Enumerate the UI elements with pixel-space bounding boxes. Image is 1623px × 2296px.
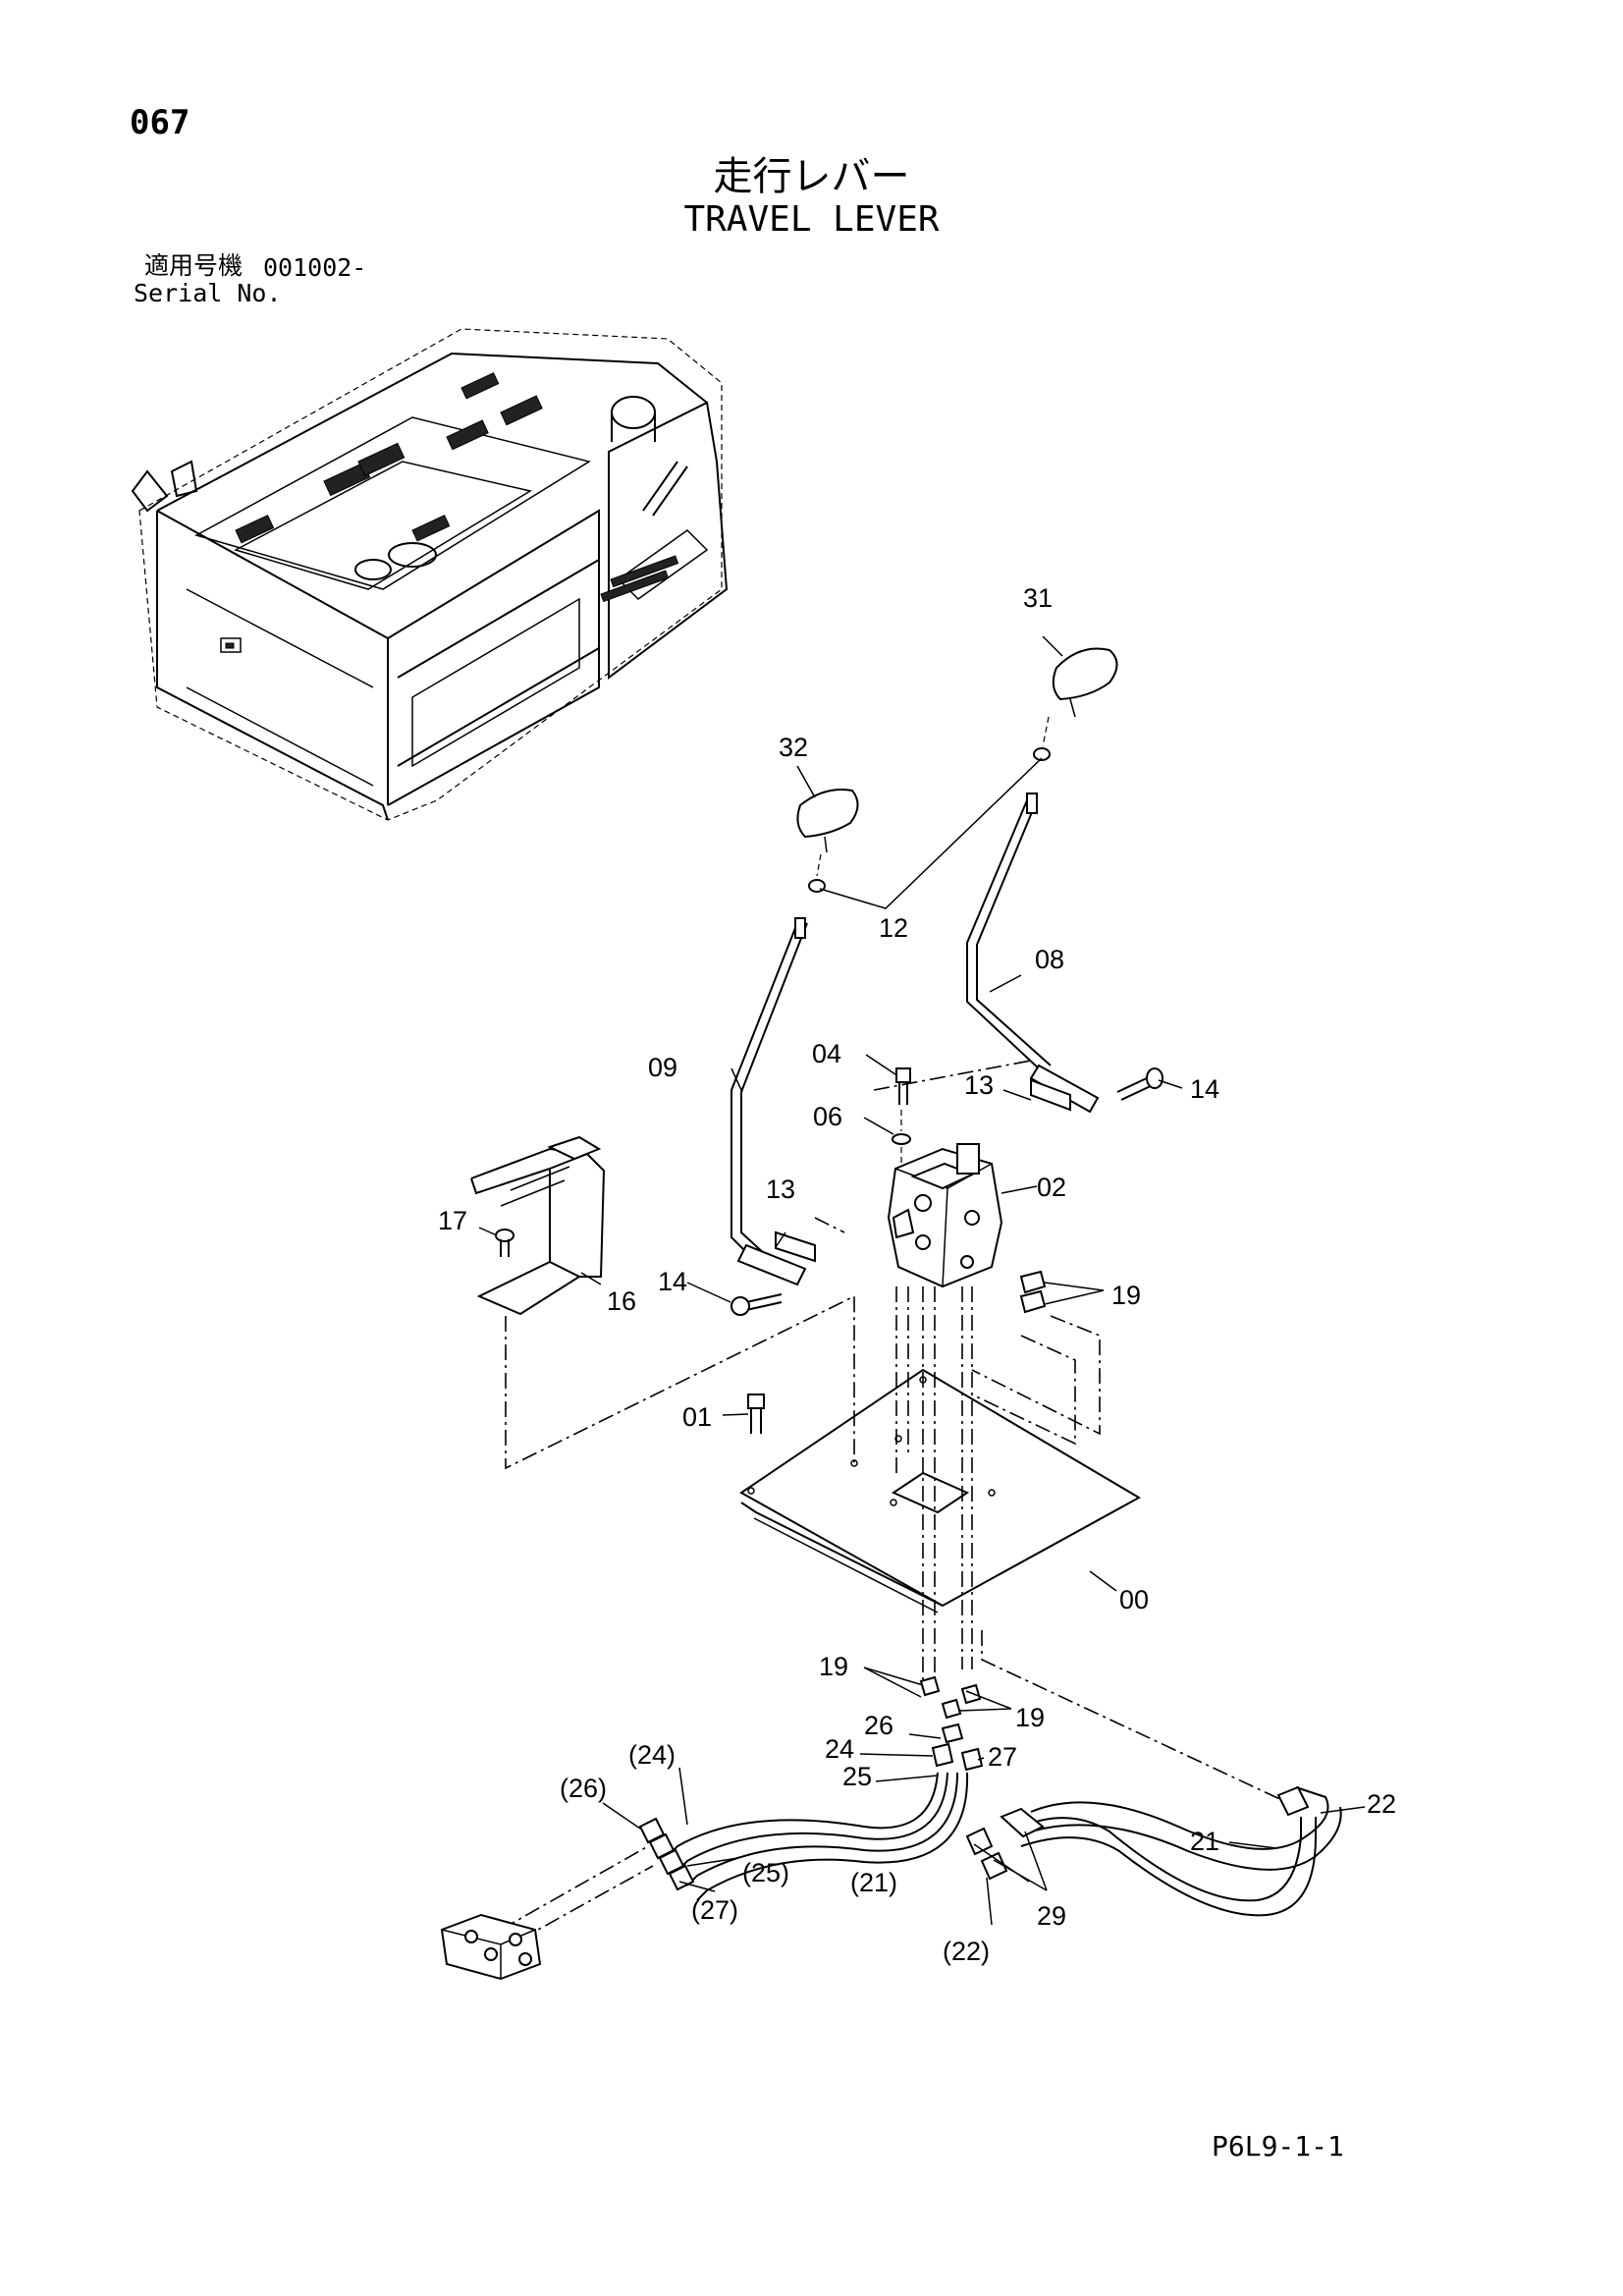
callout-26: 26 bbox=[864, 1711, 893, 1740]
callout-14-right: 14 bbox=[1190, 1074, 1219, 1104]
callout-21-ref: (21) bbox=[850, 1868, 897, 1897]
screw-04 bbox=[895, 1067, 911, 1105]
clamp-right bbox=[1030, 1078, 1071, 1112]
callout-17: 17 bbox=[438, 1206, 467, 1235]
callout-24: 24 bbox=[825, 1734, 854, 1764]
callout-29: 29 bbox=[1037, 1901, 1066, 1931]
callout-00: 00 bbox=[1119, 1585, 1149, 1614]
callout-19-upper: 19 bbox=[1111, 1281, 1141, 1310]
clamp-left bbox=[775, 1230, 816, 1263]
washer-06 bbox=[892, 1133, 911, 1145]
callout-labels: 31 32 12 08 09 04 06 13 14 13 02 17 16 1… bbox=[438, 583, 1396, 1966]
lever-08 bbox=[966, 793, 1100, 1114]
lever-09 bbox=[730, 917, 808, 1286]
callout-26-ref: (26) bbox=[560, 1774, 607, 1803]
page-number: 067 bbox=[130, 103, 190, 142]
machine-overview-illustration bbox=[131, 328, 729, 821]
callout-25: 25 bbox=[842, 1762, 872, 1791]
callout-32: 32 bbox=[779, 733, 808, 762]
callout-04: 04 bbox=[812, 1039, 841, 1068]
callout-21: 21 bbox=[1190, 1827, 1219, 1856]
callout-31: 31 bbox=[1023, 583, 1053, 613]
figure-code: P6L9-1-1 bbox=[1212, 2130, 1344, 2162]
assembly-leader-lines bbox=[500, 1060, 1287, 1941]
callout-13-right: 13 bbox=[964, 1070, 994, 1100]
callout-19-lower-left: 19 bbox=[819, 1652, 848, 1681]
fitting-19-upper bbox=[1019, 1270, 1047, 1314]
serial-label-english: Serial No. bbox=[134, 279, 282, 307]
callout-14-left: 14 bbox=[658, 1267, 687, 1296]
serial-label-japanese: 適用号機 bbox=[144, 251, 243, 280]
callout-02: 02 bbox=[1037, 1173, 1066, 1202]
nut-right bbox=[1033, 747, 1051, 761]
callout-08: 08 bbox=[1035, 945, 1064, 974]
hose-bundle-left bbox=[638, 1772, 969, 1901]
callout-09: 09 bbox=[648, 1053, 677, 1082]
callout-22-ref: (22) bbox=[943, 1937, 990, 1966]
callout-leaders bbox=[478, 635, 1366, 1926]
page-title-english: TRAVEL LEVER bbox=[683, 199, 940, 240]
callout-19-lower-right: 19 bbox=[1015, 1703, 1045, 1732]
callout-01: 01 bbox=[682, 1402, 712, 1432]
callout-06: 06 bbox=[813, 1102, 842, 1131]
callout-25-ref: (25) bbox=[742, 1858, 789, 1887]
page-title-japanese: 走行レバー bbox=[713, 154, 910, 199]
callout-12: 12 bbox=[879, 913, 908, 943]
callout-16: 16 bbox=[607, 1286, 636, 1316]
callout-22: 22 bbox=[1367, 1789, 1396, 1819]
bracket-16 bbox=[470, 1135, 606, 1316]
callout-24-ref: (24) bbox=[628, 1740, 676, 1770]
lever-knob-right bbox=[1052, 647, 1118, 718]
pilot-valve-02 bbox=[887, 1143, 1003, 1288]
hose-bundle-right bbox=[965, 1785, 1342, 1917]
callout-27: 27 bbox=[988, 1742, 1017, 1772]
base-plate-00 bbox=[739, 1368, 1142, 1613]
bolt-01 bbox=[747, 1394, 765, 1434]
callout-13-left: 13 bbox=[766, 1175, 795, 1204]
bolt-left bbox=[730, 1293, 783, 1316]
bolt-right bbox=[1116, 1067, 1163, 1101]
serial-number-value: 001002- bbox=[263, 253, 367, 282]
lever-knob-left bbox=[796, 789, 859, 853]
bolt-17 bbox=[495, 1229, 514, 1257]
fittings-lower bbox=[919, 1675, 984, 1772]
control-valve-block bbox=[440, 1913, 542, 1981]
callout-27-ref: (27) bbox=[691, 1895, 738, 1925]
